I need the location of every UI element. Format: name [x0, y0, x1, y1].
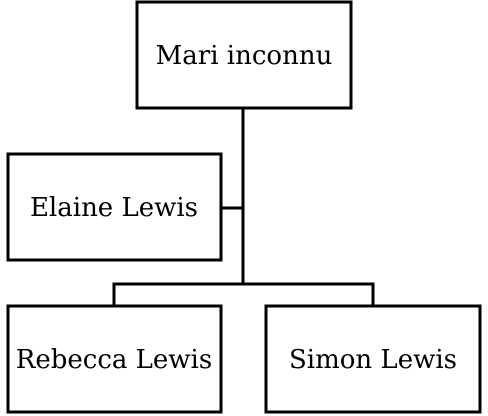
node-child-left: Rebecca Lewis — [6, 304, 223, 414]
node-child-right-box — [264, 304, 482, 414]
node-spouse-box — [6, 152, 223, 262]
node-child-left-box — [6, 304, 223, 414]
node-child-right: Simon Lewis — [264, 304, 482, 414]
node-root-box — [135, 0, 353, 110]
node-child-left-label: Rebecca Lewis — [16, 345, 212, 375]
node-child-right-label: Simon Lewis — [289, 345, 457, 375]
node-root-label: Mari inconnu — [156, 41, 333, 71]
connectors — [112, 106, 375, 308]
node-spouse: Elaine Lewis — [6, 152, 223, 262]
node-spouse-label: Elaine Lewis — [30, 193, 198, 223]
node-root: Mari inconnu — [135, 0, 353, 110]
